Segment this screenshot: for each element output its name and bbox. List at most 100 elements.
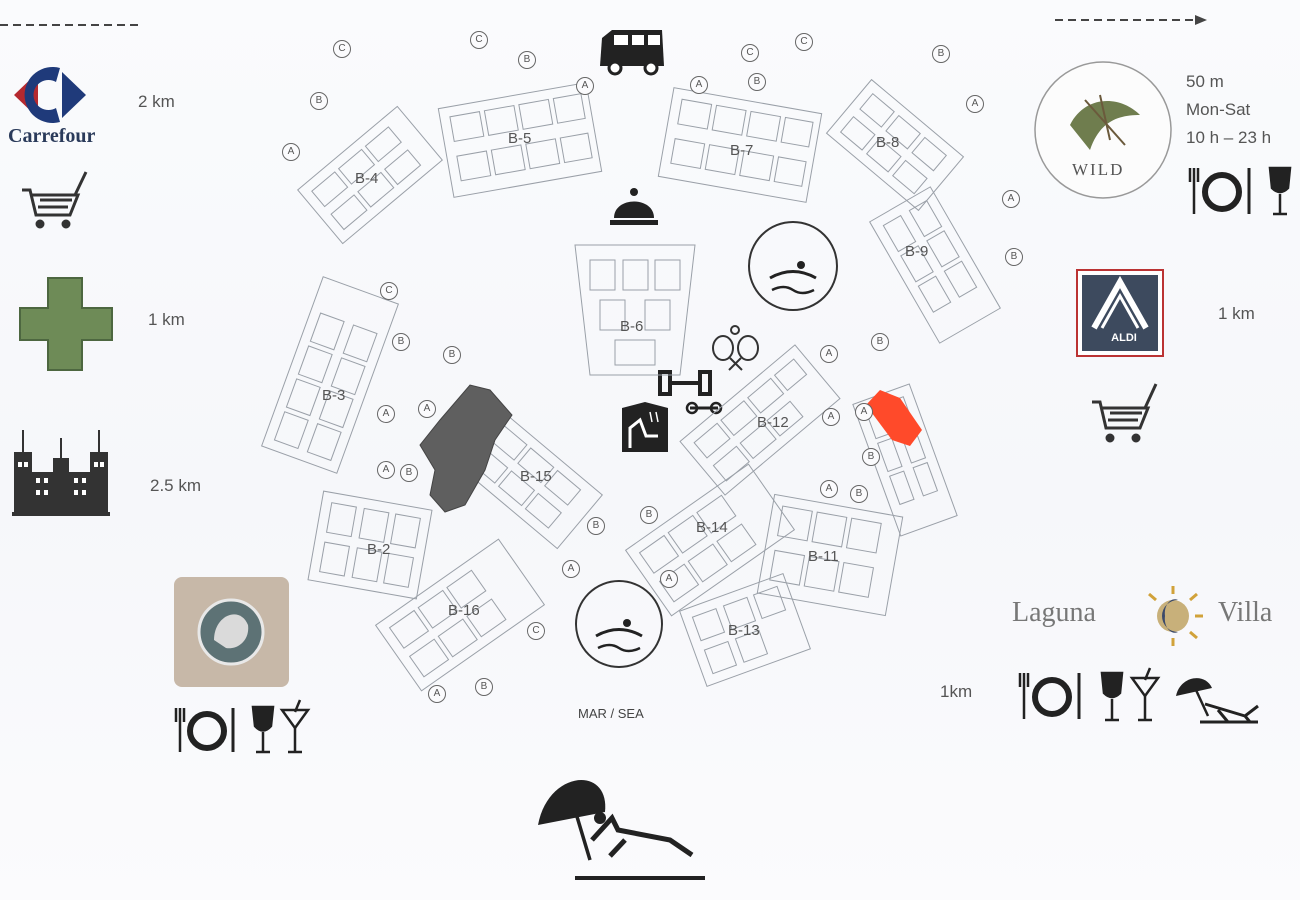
block-outline xyxy=(657,87,823,203)
entrance-badge-b: B xyxy=(400,464,418,482)
block-label-b16: B-16 xyxy=(448,602,480,619)
block-label-b15: B-15 xyxy=(520,468,552,485)
entrance-badge-c: C xyxy=(527,622,545,640)
block-outline xyxy=(307,490,433,600)
pharmacy-cross-icon xyxy=(19,277,113,371)
carrefour-logo-icon xyxy=(14,67,86,123)
reception-bell-icon xyxy=(610,188,658,225)
block-outline xyxy=(825,78,965,212)
entrance-badge-a: A xyxy=(966,95,984,113)
laguna-distance: 1km xyxy=(940,682,973,701)
entrance-badge-b: B xyxy=(932,45,950,63)
carrefour-distance: 2 km xyxy=(138,92,175,111)
laguna-name-right: Villa xyxy=(1218,597,1273,628)
entrance-badge-a: A xyxy=(418,400,436,418)
aldi-name: ALDI xyxy=(1111,332,1137,344)
dark-block-icon xyxy=(419,384,513,513)
restaurant-medallion-icon xyxy=(174,577,289,687)
block-label-b2: B-2 xyxy=(367,541,391,558)
sea-label: MAR / SEA xyxy=(578,706,644,721)
block-label-b9: B-9 xyxy=(905,243,929,260)
tennis-icon xyxy=(712,325,759,371)
wild-distance: 50 m xyxy=(1186,72,1224,91)
entrance-badge-b: B xyxy=(475,678,493,696)
beach-lounger-icon xyxy=(538,779,705,880)
aldi-logo-icon xyxy=(1076,269,1164,357)
entrance-badge-b: B xyxy=(871,333,889,351)
cocktail-icon xyxy=(1129,667,1161,722)
entrance-badge-c: C xyxy=(470,31,488,49)
entrance-badge-a: A xyxy=(377,461,395,479)
block-label-b4: B-4 xyxy=(355,170,379,187)
aldi-distance: 1 km xyxy=(1218,304,1255,323)
sauna-icon xyxy=(622,402,668,452)
block-label-b12: B-12 xyxy=(757,414,789,431)
entrance-badge-b: B xyxy=(587,517,605,535)
entrance-badge-b: B xyxy=(862,448,880,466)
block-label-b11: B-11 xyxy=(808,548,839,565)
entrance-badge-a: A xyxy=(428,685,446,703)
entrance-badge-a: A xyxy=(576,77,594,95)
wine-glass-icon xyxy=(1100,671,1124,722)
block-label-b5: B-5 xyxy=(508,130,532,147)
entrance-badge-c: C xyxy=(333,40,351,58)
entrance-badge-b: B xyxy=(518,51,536,69)
wild-hours: 10 h – 23 h xyxy=(1186,128,1272,147)
hospital-distance: 2.5 km xyxy=(150,476,202,495)
wine-glass-icon xyxy=(1268,166,1292,216)
pharmacy-distance: 1 km xyxy=(148,310,185,329)
entrance-badge-a: A xyxy=(820,480,838,498)
entrance-badge-a: A xyxy=(377,405,395,423)
block-outline xyxy=(260,276,400,474)
highlighted-apartment-marker xyxy=(866,390,922,446)
entrance-badge-c: C xyxy=(380,282,398,300)
beach-lounger-icon xyxy=(1176,678,1259,724)
building-blocks xyxy=(260,78,1001,692)
block-outline xyxy=(756,493,904,617)
restaurant-icon xyxy=(174,708,235,752)
entrance-badge-c: C xyxy=(795,33,813,51)
block-label-b7: B-7 xyxy=(730,142,754,159)
block-outline xyxy=(678,572,812,688)
block-outline xyxy=(679,344,841,496)
entrance-badge-a: A xyxy=(282,143,300,161)
arrow-icon xyxy=(1055,15,1207,25)
wild-name: WILD xyxy=(1072,160,1125,179)
block-outline xyxy=(374,538,546,692)
shopping-cart-icon xyxy=(1092,383,1158,443)
laguna-villa-logo-icon xyxy=(1148,586,1203,646)
gym-icon xyxy=(658,370,723,415)
block-outline xyxy=(297,105,443,245)
block-label-b3: B-3 xyxy=(322,387,346,404)
wine-glass-icon xyxy=(251,705,275,754)
entrance-badge-a: A xyxy=(1002,190,1020,208)
entrance-badge-b: B xyxy=(850,485,868,503)
block-label-b8: B-8 xyxy=(876,134,900,151)
entrance-badge-b: B xyxy=(748,73,766,91)
wild-restaurant-logo-icon xyxy=(1034,61,1172,199)
entrance-badge-a: A xyxy=(820,345,838,363)
entrance-badge-a: A xyxy=(690,76,708,94)
entrance-badge-b: B xyxy=(392,333,410,351)
entrance-badge-a: A xyxy=(562,560,580,578)
laguna-name-left: Laguna xyxy=(1012,597,1096,628)
entrance-badge-a: A xyxy=(822,408,840,426)
block-outline xyxy=(574,244,696,376)
entrance-badge-b: B xyxy=(443,346,461,364)
restaurant-icon xyxy=(1018,673,1081,719)
hospital-icon xyxy=(12,430,110,516)
entrance-badge-b: B xyxy=(310,92,328,110)
block-outline xyxy=(869,186,1001,344)
block-outline xyxy=(437,82,603,198)
entrance-badge-b: B xyxy=(640,506,658,524)
block-outline xyxy=(624,463,796,617)
shopping-cart-icon xyxy=(22,171,88,229)
entrance-badge-a: A xyxy=(660,570,678,588)
carrefour-name: Carrefour xyxy=(8,125,96,147)
restaurant-icon xyxy=(1188,168,1251,214)
cocktail-icon xyxy=(279,699,311,754)
pool-icon xyxy=(575,580,663,668)
block-label-b13: B-13 xyxy=(728,622,760,639)
